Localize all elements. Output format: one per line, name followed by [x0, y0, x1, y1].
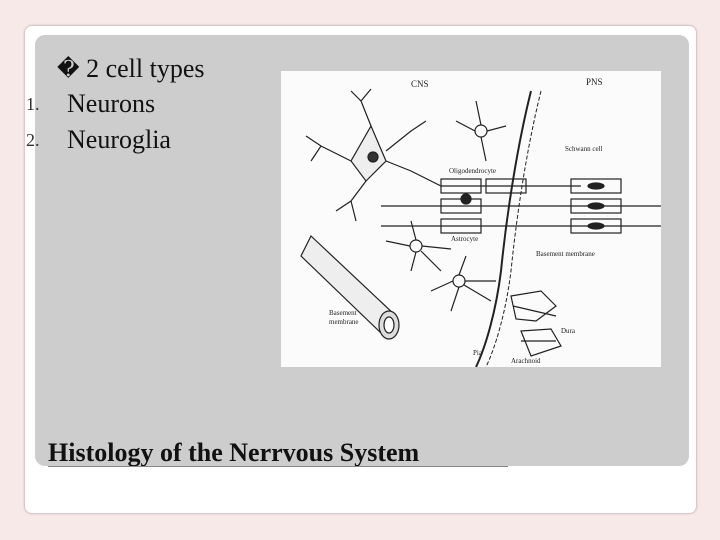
bullet-list: � 2 cell types 1. Neurons 2. Neuroglia — [26, 52, 204, 158]
oligodendrocyte-body — [460, 193, 472, 205]
label-astrocyte: Astrocyte — [451, 235, 478, 243]
title-underline — [48, 466, 508, 467]
nervous-system-diagram: CNS PNS Schwann cell Oligodendrocyte Ast… — [281, 71, 661, 367]
meninges-line-1 — [475, 90, 532, 367]
myelin-segment — [440, 178, 482, 194]
astrocyte-body — [409, 239, 423, 253]
label-basement-membrane: Basement membrane — [536, 250, 595, 258]
schwann-segment — [570, 218, 622, 234]
diagram-drawing: CNS PNS Schwann cell Oligodendrocyte Ast… — [300, 77, 661, 367]
label-pia: Pia — [473, 349, 483, 357]
label-arachnoid: Arachnoid — [511, 357, 541, 365]
bullet-heading: � 2 cell types — [57, 52, 204, 86]
myelin-segment — [485, 178, 527, 194]
astrocyte-body — [452, 274, 466, 288]
list-item: 2. Neuroglia — [26, 122, 204, 158]
neuron-body — [350, 124, 387, 182]
label-basement-1: Basement — [329, 309, 357, 317]
astrocyte-process — [430, 255, 496, 312]
axon-line — [381, 205, 661, 227]
list-text: Neuroglia — [67, 125, 171, 154]
bullet-glyph-icon: � — [57, 56, 80, 81]
slide-title: Histology of the Nerrvous System — [48, 438, 420, 467]
schwann-segment — [570, 178, 622, 194]
label-pns: PNS — [586, 77, 603, 87]
list-item: 1. Neurons — [26, 86, 204, 122]
arachnoid-mesh — [512, 305, 557, 342]
list-number: 2. — [26, 130, 40, 150]
list-text: Neurons — [67, 89, 156, 118]
astrocyte-process — [455, 100, 507, 162]
neuron-dendrite — [385, 120, 427, 152]
arachnoid-mesh — [510, 290, 562, 357]
neuron-axon — [385, 160, 581, 187]
label-schwann-cell: Schwann cell — [565, 145, 603, 153]
astrocyte-process — [385, 220, 452, 272]
neuron-dendrite — [335, 180, 367, 222]
label-dura: Dura — [561, 327, 576, 335]
meninges-line-2 — [485, 90, 542, 367]
schwann-segment — [570, 198, 622, 214]
astrocyte-body — [474, 124, 488, 138]
bullet-heading-text: 2 cell types — [86, 54, 205, 83]
label-cns: CNS — [411, 79, 429, 89]
neuron-dendrite — [305, 135, 352, 162]
label-oligodendrocyte: Oligodendrocyte — [449, 167, 496, 175]
neuron-dendrite — [350, 88, 372, 127]
label-basement-2: membrane — [329, 318, 359, 326]
list-number: 1. — [26, 94, 40, 114]
